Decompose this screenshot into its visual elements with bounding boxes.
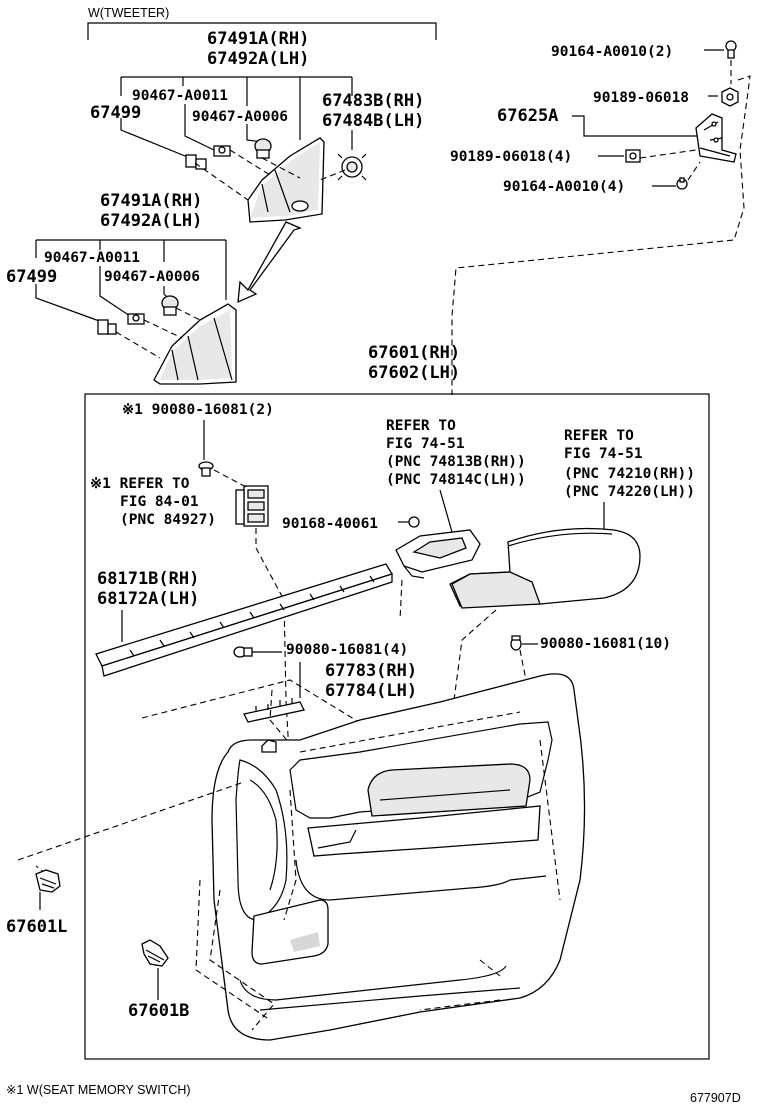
refer-74a-line3: (PNC 74813B(RH)) [386,454,526,470]
label-67483b[interactable]: 67483B(RH) [322,91,424,111]
label-67783[interactable]: 67783(RH) [325,661,417,681]
clip-90467-a0011-mid[interactable] [127,313,145,325]
hinge-bracket-67625a[interactable] [695,113,737,163]
label-90189-06018-4[interactable]: 90189-06018(4) [450,149,572,165]
tweeter-bracket-line [87,22,437,40]
refer-84-line1: ※1 REFER TO [90,476,190,492]
label-90189-06018[interactable]: 90189-06018 [593,90,689,106]
label-67602-lh[interactable]: 67602(LH) [368,363,460,383]
clip-67601b[interactable] [141,939,169,967]
label-67601b[interactable]: 67601B [128,1001,189,1021]
label-90080-16081-10[interactable]: 90080-16081(10) [540,636,671,652]
clip-67601l[interactable] [35,869,61,893]
label-67625a[interactable]: 67625A [497,106,558,126]
tweeter-caption: W(TWEETER) [88,6,169,20]
nut-90189-06018-4[interactable] [625,149,641,163]
label-67484b[interactable]: 67484B(LH) [322,111,424,131]
seat-memory-switch[interactable] [235,485,269,527]
label-90467-a0006-mid[interactable]: 90467-A0006 [104,269,200,285]
main-panel-frame [84,393,710,1060]
refer-74b-line4: (PNC 74220(LH)) [564,484,695,500]
label-67491a-top[interactable]: 67491A(RH) [207,29,309,49]
refer-74a-line4: (PNC 74814C(LH)) [386,472,526,488]
dashes-top-group [194,149,346,201]
screw-90080-16081-10[interactable] [510,635,522,651]
door-trim-panel[interactable] [211,673,586,1041]
label-67601l[interactable]: 67601L [6,917,67,937]
label-67784[interactable]: 67784(LH) [325,681,417,701]
leaders-top-clips [120,104,353,159]
refer-74b-line2: FIG 74-51 [564,446,643,462]
label-90467-a0011-top[interactable]: 90467-A0011 [132,88,228,104]
clip-67499-top[interactable] [185,154,207,170]
label-67499-mid[interactable]: 67499 [6,267,57,287]
leader-67491a-mid [35,239,227,300]
label-67491a-mid[interactable]: 67491A(RH) [100,191,202,211]
armrest-pad[interactable] [449,527,641,609]
direction-arrow [237,221,302,304]
refer-74a-line1: REFER TO [386,418,456,434]
dashes-hinge-to-panel [451,60,751,395]
clip-67499-mid[interactable] [97,319,117,335]
label-67492a-mid[interactable]: 67492A(LH) [100,211,202,231]
screw-90164-a0010-4[interactable] [676,177,688,190]
dashes-mid-group [115,307,201,359]
seat-memory-footnote: ※1 W(SEAT MEMORY SWITCH) [6,1083,191,1097]
clip-90467-a0011-top[interactable] [213,145,231,157]
screw-90080-16081-2[interactable] [198,461,214,477]
label-68171b[interactable]: 68171B(RH) [97,569,199,589]
dashes-hinge-fasteners [639,149,701,181]
refer-74b-line3: (PNC 74210(RH)) [564,466,695,482]
label-67492a-top[interactable]: 67492A(LH) [207,49,309,69]
belt-moulding-68171b[interactable] [95,563,393,677]
refer-74b-line1: REFER TO [564,428,634,444]
label-68172a[interactable]: 68172A(LH) [97,589,199,609]
clip-90467-a0006-top[interactable] [254,138,272,159]
refer-84-line2: FIG 84-01 [120,494,199,510]
nut-90189-06018-top[interactable] [721,87,739,107]
label-90080-16081-2[interactable]: ※1 90080-16081(2) [122,402,274,418]
label-90080-16081-4[interactable]: 90080-16081(4) [286,642,408,658]
clip-90467-a0006-mid[interactable] [161,295,179,316]
screw-90164-a0010-top[interactable] [725,40,737,59]
leader-refer-74a [439,489,453,533]
label-67601-rh[interactable]: 67601(RH) [368,343,460,363]
label-90467-a0006-top[interactable]: 90467-A0006 [192,109,288,125]
refer-84-line3: (PNC 84927) [120,512,216,528]
screw-90080-16081-4[interactable] [233,646,253,658]
inside-handle-bezel[interactable] [395,529,481,579]
clip-90168-40061[interactable] [408,516,420,528]
leader-67625a [572,115,700,137]
tweeter-speaker-67483b[interactable] [337,153,367,181]
door-garnish-67491a-top[interactable] [247,137,325,223]
door-garnish-67491a-mid[interactable] [153,303,237,385]
leader-67491a-top [120,76,353,140]
label-90467-a0011-mid[interactable]: 90467-A0011 [44,250,140,266]
bracket-67783[interactable] [243,698,305,723]
label-90164-a0010-2[interactable]: 90164-A0010(2) [551,44,673,60]
refer-74a-line2: FIG 74-51 [386,436,465,452]
figure-code: 677907D [690,1091,741,1105]
label-67499-top[interactable]: 67499 [90,103,141,123]
dashes-switch [213,469,291,771]
label-90168-40061[interactable]: 90168-40061 [282,516,378,532]
label-90164-a0010-4[interactable]: 90164-A0010(4) [503,179,625,195]
